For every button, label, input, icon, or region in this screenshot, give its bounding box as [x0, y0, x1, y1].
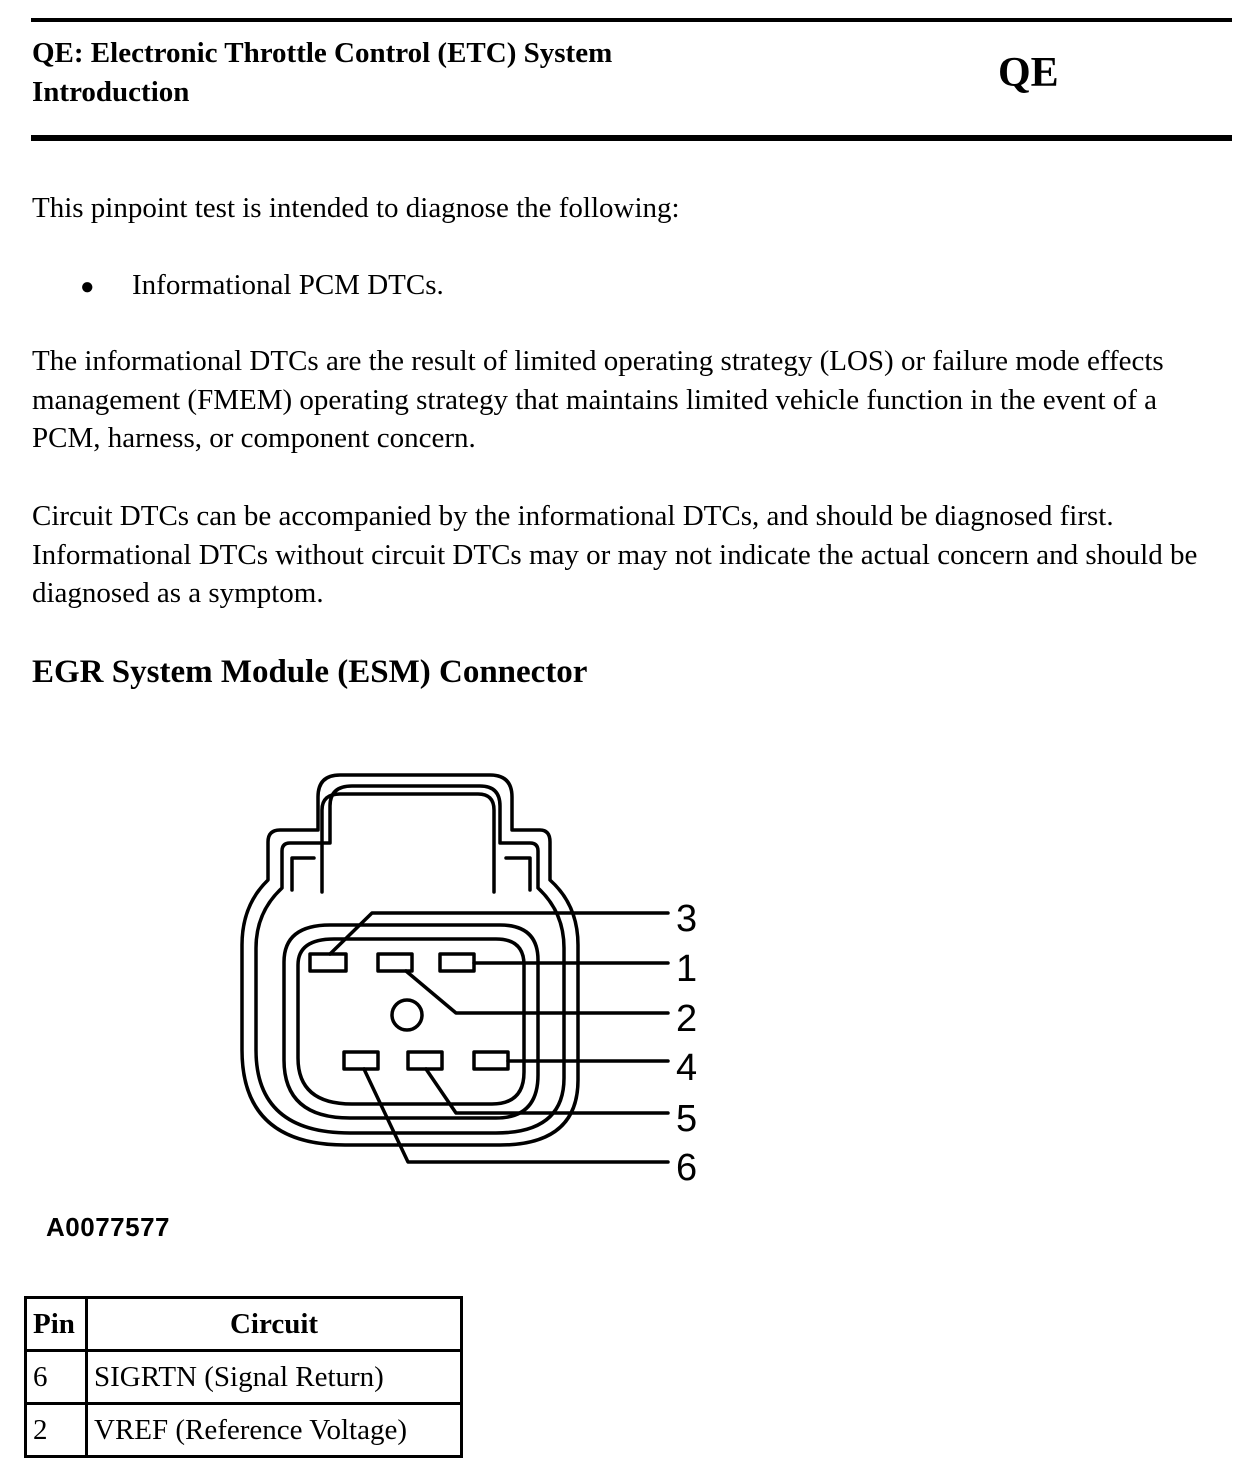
pin-circuit-table: Pin Circuit 6 SIGRTN (Signal Return) 2 V… — [24, 1296, 463, 1458]
latch-post-right — [504, 856, 532, 892]
bullet-icon: ● — [80, 274, 95, 300]
pin-4-terminal — [472, 1050, 510, 1071]
table-header-row: Pin Circuit — [24, 1296, 463, 1352]
header-top-rule — [31, 18, 1232, 22]
leader-line-5 — [424, 1067, 670, 1115]
connector-housing-outer — [240, 773, 580, 1147]
pin-label-4: 4 — [676, 1047, 697, 1089]
connector-heading: EGR System Module (ESM) Connector — [32, 654, 588, 690]
pin-cell: 6 — [24, 1349, 88, 1405]
circuit-cell: VREF (Reference Voltage) — [85, 1402, 463, 1458]
pin-cavity-outer — [282, 923, 540, 1120]
figure-id: A0077577 — [46, 1212, 170, 1242]
latch-post-left — [290, 856, 316, 892]
header-bottom-rule — [31, 135, 1232, 141]
pin-cell: 2 — [24, 1402, 88, 1458]
informational-dtc-paragraph: The informational DTCs are the result of… — [32, 345, 1164, 454]
pin-label-2: 2 — [676, 998, 697, 1040]
table-row: 6 SIGRTN (Signal Return) — [24, 1349, 463, 1405]
table-row: 2 VREF (Reference Voltage) — [24, 1402, 463, 1458]
pin-2-terminal — [376, 952, 414, 973]
pin-label-5: 5 — [676, 1098, 697, 1140]
bullet-text: Informational PCM DTCs. — [132, 269, 444, 301]
pin-label-3: 3 — [676, 898, 697, 940]
header-pin: Pin — [24, 1296, 88, 1352]
circuit-cell: SIGRTN (Signal Return) — [85, 1349, 463, 1405]
leader-line-3 — [328, 911, 670, 956]
leader-line-6 — [362, 1067, 670, 1164]
pin-3-terminal — [308, 952, 348, 973]
leader-line-2 — [404, 969, 670, 1015]
title-line-2: Introduction — [32, 76, 190, 108]
pin-1-terminal — [438, 952, 476, 973]
section-code: QE — [998, 50, 1059, 96]
title-line-1: QE: Electronic Throttle Control (ETC) Sy… — [32, 37, 613, 69]
pin-cavity-inner — [296, 937, 526, 1106]
header-circuit: Circuit — [85, 1296, 463, 1352]
pin-6-terminal — [342, 1050, 380, 1071]
keying-hole — [390, 998, 424, 1032]
connector-housing-inner — [254, 784, 566, 1135]
page-title: QE: Electronic Throttle Control (ETC) Sy… — [32, 34, 792, 112]
latch-channel — [320, 792, 496, 894]
pin-label-1: 1 — [676, 948, 697, 990]
pin-label-6: 6 — [676, 1147, 697, 1189]
circuit-dtc-paragraph: Circuit DTCs can be accompanied by the i… — [32, 500, 1198, 609]
intro-text: This pinpoint test is intended to diagno… — [32, 192, 680, 224]
list-item: ● Informational PCM DTCs. — [80, 266, 444, 306]
pin-5-terminal — [406, 1050, 444, 1071]
